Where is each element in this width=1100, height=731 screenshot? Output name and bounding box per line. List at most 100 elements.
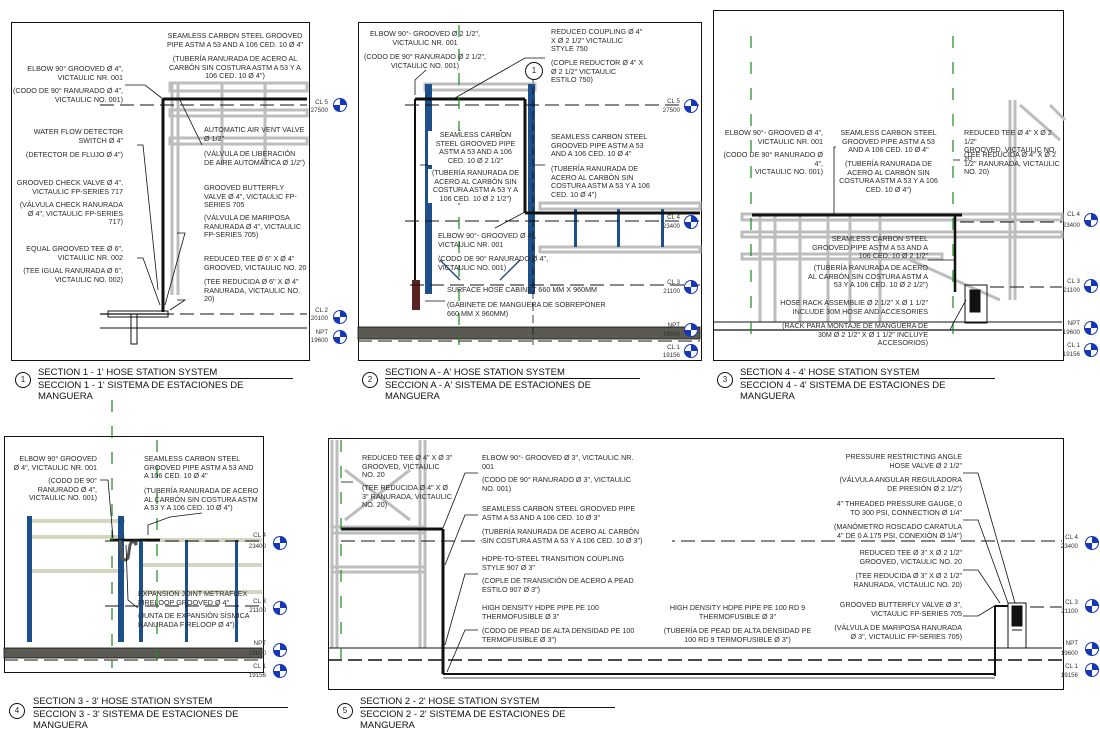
note-transition-coupling-es: (COPLE DE TRANSICIÓN DE ACERO A PEAD EST… (482, 576, 634, 594)
note-flow-detector-en: WATER FLOW DETECTOR SWITCH Ø 4" (33, 127, 123, 145)
note-pipe-4-es: (TUBERÍA RANURADA DE ACERO AL CARBÓN SIN… (144, 486, 259, 513)
view-title-2[interactable]: SECTION A - A' HOSE STATION SYSTEM SECCI… (385, 367, 640, 402)
note-elbow-4-es: (CODO DE 90° RANURADO Ø 4", VICTAULIC NO… (438, 254, 549, 272)
title-en: SECTION 1 - 1' HOSE STATION SYSTEM (38, 367, 218, 378)
view-number-bubble[interactable]: 3 (717, 372, 733, 388)
level-marker-icon (684, 344, 698, 358)
note-hose-rack-es: (RACK PARA MONTAJE DE MANGUERA DE 30M Ø … (782, 321, 928, 348)
level-npt-name: NPT (667, 322, 680, 329)
note-elbow-4-en: ELBOW 90°- GROOVED Ø 4", VICTAULIC NR. 0… (724, 128, 823, 146)
level-marker-icon (684, 215, 698, 229)
callout-bubble[interactable]: 1 (525, 62, 543, 80)
title-en: SECTION 3 - 3' HOSE STATION SYSTEM (33, 696, 213, 707)
note-equal-tee-en: EQUAL GROOVED TEE Ø 6", VICTAULIC NR. 00… (26, 244, 123, 262)
view-title-4[interactable]: SECTION 3 - 3' HOSE STATION SYSTEM SECCI… (33, 696, 288, 731)
level-cl1-name: CL 1 (667, 344, 680, 351)
level-marker-icon (1084, 213, 1098, 227)
note-pipe-4-en: SEAMLESS CARBON STEEL GROOVED PIPE ASTM … (840, 128, 937, 155)
view-number-bubble[interactable]: 1 (15, 372, 31, 388)
level-cl2-name: CL 2 (315, 307, 328, 314)
note-elbow-2half-es: (CODO DE 90° RANURADO Ø 2 1/2", VICTAULI… (363, 52, 487, 70)
level-npt-name: NPT (315, 329, 328, 336)
note-air-vent-en: AUTOMATIC AIR VENT VALVE Ø 1/2" (204, 125, 305, 143)
note-check-valve-es: (VÁLVULA CHECK RANURADA Ø 4", VICTAULIC … (19, 200, 123, 227)
note-pressure-gauge-es: (MANÓMETRO ROSCADO CARATULA 4" DE 0 A 17… (810, 522, 962, 541)
level-cl4-name: CL 4 (667, 214, 680, 221)
level-cl2-value: 20100 (310, 315, 328, 322)
note-pipe-4-es: (TUBERÍA RANURADA DE ACERO AL CARBÓN SIN… (551, 164, 650, 199)
note-reduced-tee-en: REDUCED TEE Ø 4" X Ø 3" GROOVED, VICTAUL… (362, 453, 453, 480)
title-es: SECCION 1 - 1' SISTEMA DE ESTACIONES DE … (38, 378, 293, 402)
level-npt-value: 19600 (662, 331, 680, 338)
note-angle-valve-en: PRESSURE RESTRICTING ANGLE HOSE VALVE Ø … (845, 452, 962, 470)
level-marker-icon (684, 280, 698, 294)
level-cl3-name: CL 3 (1065, 599, 1078, 606)
note-pipe-2half-es: (TUBERÍA RANURADA DE ACERO AL CARBÓN SIN… (808, 263, 928, 290)
level-npt-value: 19600 (310, 337, 328, 344)
view-number-bubble[interactable]: 5 (337, 703, 353, 719)
note-reduced-tee-en: REDUCED TEE Ø 6" X Ø 4" GROOVED, VICTAUL… (204, 254, 307, 272)
level-marker-icon (273, 643, 287, 657)
level-marker-icon (1085, 642, 1099, 656)
note-pipe-3-es: (TUBERÍA RANURADA DE ACERO AL CARBÓN SIN… (482, 527, 672, 546)
note-butterfly-3-en: GROOVED BUTTERFLY VALVE Ø 3", VICTAULIC … (839, 600, 962, 618)
note-elbow-2half-en: ELBOW 90°- GROOVED Ø 2 1/2", VICTAULIC N… (369, 29, 481, 47)
view-number-bubble[interactable]: 4 (9, 703, 25, 719)
level-npt-name: NPT (1067, 320, 1080, 327)
note-elbow-4-en: ELBOW 90°- GROOVED Ø 4", VICTAULIC NR. 0… (438, 231, 537, 249)
title-en: SECTION 2 - 2' HOSE STATION SYSTEM (360, 696, 540, 707)
level-cl1-name: CL 1 (253, 663, 266, 670)
note-air-vent-es: (VÁLVULA DE LIBERACIÓN DE AIRE AUTOMÁTIC… (204, 149, 306, 167)
level-cl1-value: 19156 (1062, 351, 1080, 358)
level-marker-icon (273, 664, 287, 678)
note-reduced-tee-3-es: (TEE REDUCIDA Ø 3" X Ø 2 1/2" RANURADA, … (853, 571, 963, 589)
title-en: SECTION 4 - 4' HOSE STATION SYSTEM (740, 367, 920, 378)
view-title-5[interactable]: SECTION 2 - 2' HOSE STATION SYSTEM SECCI… (360, 696, 615, 731)
view-title-1[interactable]: SECTION 1 - 1' HOSE STATION SYSTEM SECCI… (38, 367, 293, 402)
level-marker-icon (1085, 663, 1099, 677)
note-pipe-2half-en: SEAMLESS CARBON STEEL GROOVED PIPE ASTM … (428, 130, 523, 166)
note-hdpe-pipe-en: HIGH DENSITY HDPE PIPE PE 100 THERMOFUSI… (482, 603, 599, 621)
level-cl5-value: 27500 (662, 107, 680, 114)
level-marker-icon (1084, 279, 1098, 293)
note-angle-valve-es: (VÁLVULA ANGULAR REGULADORA DE PRESIÓN Ø… (839, 475, 963, 493)
view-title-3[interactable]: SECTION 4 - 4' HOSE STATION SYSTEM SECCI… (740, 367, 995, 402)
level-cl4-name: CL 4 (253, 532, 266, 539)
level-cl3-name: CL 3 (253, 598, 266, 605)
level-cl4-name: CL 4 (1067, 211, 1080, 218)
panel-3-frame (713, 10, 1064, 361)
note-pipe-4-en: SEAMLESS CARBON STEEL GROOVED PIPE ASTM … (144, 454, 254, 481)
note-elbow-4-es: (CODO DE 90° RANURADO Ø 4", VICTAULIC NO… (28, 476, 97, 503)
note-reduced-tee-3-en: REDUCED TEE Ø 3" X Ø 2 1/2" GROOVED, VIC… (859, 548, 962, 566)
level-cl1-value: 19156 (248, 672, 266, 679)
note-hose-cabinet-en: SURFACE HOSE CABINET 660 MM X 960MM (447, 285, 598, 294)
note-elbow-3-en: ELBOW 90°- GROOVED Ø 3", VICTAULIC NR. 0… (482, 453, 634, 471)
note-hdpe-elbow-es: (CODO DE PEAD DE ALTA DENSIDAD PE 100 TE… (482, 626, 635, 644)
level-cl4-name: CL 4 (1065, 534, 1078, 541)
note-seamless-pipe-en: SEAMLESS CARBON STEEL GROOVED PIPE ASTM … (167, 31, 303, 49)
level-npt-value: 19600 (1062, 329, 1080, 336)
level-marker-icon (1085, 536, 1099, 550)
view-number-bubble[interactable]: 2 (362, 372, 378, 388)
level-marker-icon (1084, 343, 1098, 357)
level-cl3-value: 21100 (1063, 287, 1080, 294)
note-butterfly-en: GROOVED BUTTERFLY VALVE Ø 4", VICTAULIC … (204, 183, 297, 210)
panel-1-frame (11, 22, 310, 361)
level-cl5-name: CL 5 (667, 98, 680, 105)
note-equal-tee-es: (TEE IGUAL RANURADA Ø 6", VICTAULIC NO. … (23, 266, 123, 284)
level-marker-icon (1085, 599, 1099, 613)
level-cl1-value: 19156 (1060, 672, 1078, 679)
level-marker-icon (684, 99, 698, 113)
note-reduced-coupling-en: REDUCED COUPLING Ø 4" X Ø 2 1/2" VICTAUL… (551, 27, 643, 54)
note-reduced-tee-en: REDUCED TEE Ø 4" X Ø 2 1/2" GROOVED, VIC… (964, 128, 1057, 163)
level-marker-icon (273, 601, 287, 615)
level-marker-icon (333, 98, 347, 112)
note-elbow-4-es: (CODO DE 90° RANURADO Ø 4", VICTAULIC NO… (723, 150, 823, 177)
note-pipe-4-es: (TUBERÍA RANURADA DE ACERO AL CARBÓN SIN… (839, 159, 938, 194)
level-cl5-value: 27500 (310, 107, 328, 114)
note-pipe-2half-es: (TUBERÍA RANURADA DE ACERO AL CARBÓN SIN… (428, 168, 523, 204)
level-marker-icon (333, 310, 347, 324)
level-cl1-value: 19156 (662, 352, 680, 359)
note-reduced-tee-es: (TEE REDUCIDA Ø 6" X Ø 4" RANURADA, VICT… (204, 277, 301, 304)
title-es: SECCION 3 - 3' SISTEMA DE ESTACIONES DE … (33, 707, 288, 731)
